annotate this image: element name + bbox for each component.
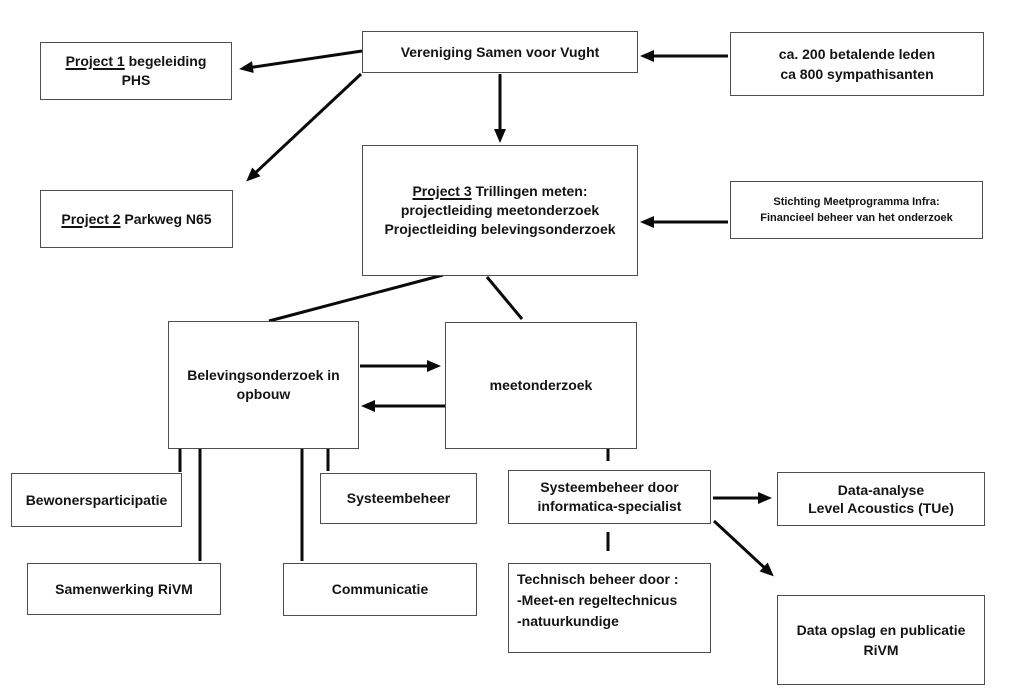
node-technisch-beheer-line3: -natuurkundige (517, 613, 619, 629)
node-data-analyse-line1: Data-analyse (837, 482, 925, 498)
node-project3: Project 3 Trillingen meten: projectleidi… (362, 145, 638, 276)
node-data-analyse: Data-analyse Level Acoustics (TUe) (777, 472, 985, 526)
node-systeembeheer-informatica-line2: informatica-specialist (537, 498, 682, 514)
node-project3-line2: projectleiding meetonderzoek (400, 202, 600, 218)
node-samenwerking-rivm-label: Samenwerking RiVM (55, 580, 193, 597)
node-technisch-beheer-line2: -Meet-en regeltechnicus (517, 592, 678, 608)
line-project3-to-meet (485, 276, 524, 320)
node-technisch-beheer: Technisch beheer door : -Meet-en regelte… (508, 563, 711, 653)
node-meetonderzoek: meetonderzoek (445, 322, 637, 449)
arrow-sysdoor-to-dataopslag (712, 519, 774, 577)
node-vereniging: Vereniging Samen voor Vught (362, 31, 638, 73)
node-leden-line1: ca. 200 betalende leden (778, 46, 936, 62)
node-systeembeheer-informatica: Systeembeheer door informatica-specialis… (508, 470, 711, 524)
node-stichting-line2: Financieel beheer van het onderzoek (760, 212, 953, 224)
node-meetonderzoek-label: meetonderzoek (489, 377, 593, 393)
project3-rest-text: Trillingen meten: (471, 183, 588, 199)
arrow-vereniging-to-project1 (239, 49, 363, 74)
project2-underlined-text: Project 2 (61, 210, 121, 227)
node-project3-line1: Project 3 Trillingen meten: (412, 182, 587, 201)
node-data-opslag: Data opslag en publicatie RiVM (777, 595, 985, 685)
node-communicatie: Communicatie (283, 563, 477, 616)
node-project2: Project 2 Parkweg N65 (40, 190, 233, 248)
line-project3-to-beleving (268, 273, 444, 323)
node-data-analyse-line2: Level Acoustics (TUe) (808, 500, 954, 516)
node-data-opslag-line1: Data opslag en publicatie (796, 622, 966, 638)
project3-underlined-text: Project 3 (412, 183, 472, 199)
node-data-opslag-line2: RiVM (863, 642, 899, 658)
node-project1: Project 1 begeleiding PHS (40, 42, 232, 100)
arrow-vereniging-to-project2 (246, 72, 363, 182)
node-bewonersparticipatie: Bewonersparticipatie (11, 473, 182, 527)
node-belevingsonderzoek-line1: Belevingsonderzoek in (187, 367, 340, 383)
node-bewonersparticipatie-label: Bewonersparticipatie (25, 491, 168, 508)
node-project2-line1: Project 2 Parkweg N65 (61, 210, 211, 229)
node-vereniging-label: Vereniging Samen voor Vught (400, 43, 600, 60)
project1-underlined-text: Project 1 (65, 53, 125, 69)
node-technisch-beheer-line1: Technisch beheer door : (517, 571, 679, 587)
node-systeembeheer-label: Systeembeheer (346, 490, 451, 506)
node-samenwerking-rivm: Samenwerking RiVM (27, 563, 221, 615)
node-project3-line3: Projectleiding belevingsonderzoek (384, 221, 616, 237)
node-leden: ca. 200 betalende leden ca 800 sympathis… (730, 32, 984, 96)
project2-rest-text: Parkweg N65 (120, 210, 212, 227)
node-belevingsonderzoek-line2: opbouw (236, 386, 291, 402)
node-stichting: Stichting Meetprogramma Infra: Financiee… (730, 181, 983, 239)
node-systeembeheer: Systeembeheer (320, 473, 477, 524)
node-project1-line2: PHS (121, 72, 151, 88)
node-communicatie-label: Communicatie (331, 581, 429, 597)
node-stichting-line1: Stichting Meetprogramma Infra: (773, 196, 940, 208)
node-leden-line2: ca 800 sympathisanten (780, 66, 934, 82)
node-belevingsonderzoek: Belevingsonderzoek in opbouw (168, 321, 359, 449)
node-systeembeheer-informatica-line1: Systeembeheer door (540, 479, 679, 495)
project1-rest-text: begeleiding (124, 53, 207, 69)
node-project1-line1: Project 1 begeleiding (66, 52, 207, 71)
